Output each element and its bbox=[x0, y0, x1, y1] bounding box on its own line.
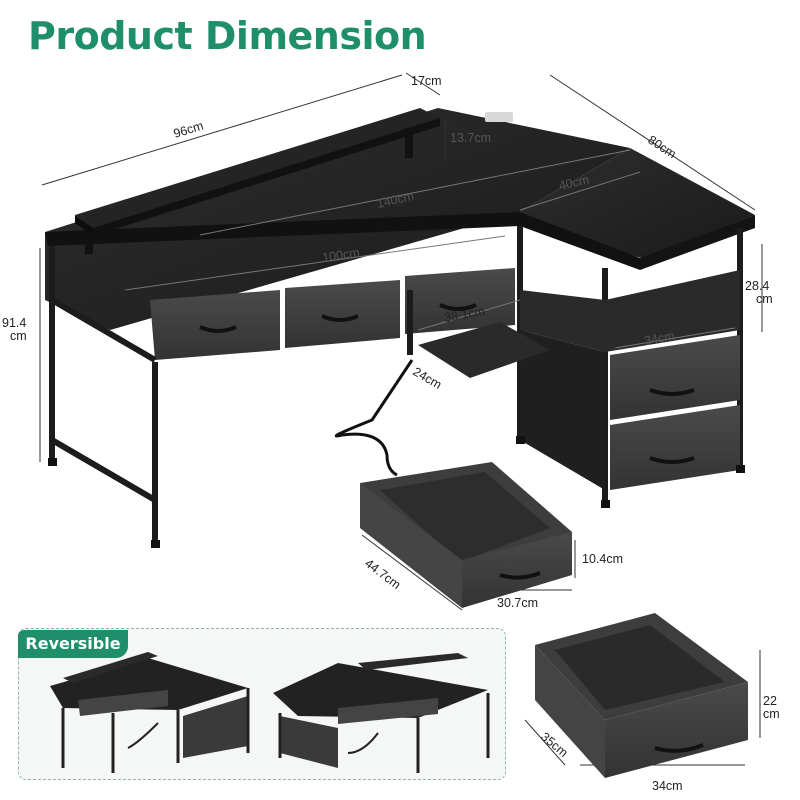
side-width-label: 40cm bbox=[558, 172, 591, 193]
large-drawer-height-label: 22 bbox=[763, 694, 777, 708]
page-title: Product Dimension bbox=[28, 14, 427, 58]
desk-width-label: 100cm bbox=[321, 245, 360, 265]
keyboard-tray bbox=[418, 322, 550, 378]
desk-top bbox=[45, 108, 630, 330]
desk-config-left bbox=[50, 652, 250, 773]
height-label: 91.4 bbox=[2, 316, 26, 330]
side-depth-label: 80cm bbox=[645, 133, 678, 161]
storage-cabinet bbox=[520, 270, 740, 490]
power-outlet bbox=[485, 112, 513, 122]
power-cable bbox=[334, 359, 414, 477]
drawer bbox=[405, 268, 515, 334]
reversible-badge: Reversible bbox=[18, 630, 128, 658]
large-drawer bbox=[535, 613, 748, 778]
reversible-illustrations bbox=[50, 652, 490, 773]
drawer bbox=[150, 290, 280, 360]
drawer bbox=[285, 280, 400, 348]
desk-main bbox=[45, 108, 755, 548]
large-drawer-height-unit: cm bbox=[763, 707, 780, 721]
desk-return-top bbox=[520, 148, 755, 258]
height-unit-label: cm bbox=[10, 329, 27, 343]
shelf-height-label: 13.7cm bbox=[450, 131, 491, 145]
large-drawer-width-label: 34cm bbox=[652, 779, 683, 793]
desk-drawers bbox=[150, 268, 515, 360]
small-drawer-width-label: 30.7cm bbox=[497, 596, 538, 610]
cabinet-shelf-height-unit: cm bbox=[756, 292, 773, 306]
cabinet-width-label: 34cm bbox=[643, 329, 676, 348]
monitor-shelf bbox=[75, 108, 440, 254]
small-drawer bbox=[360, 462, 572, 608]
shelf-depth-label: 17cm bbox=[411, 74, 442, 88]
shelf-width-label: 96cm bbox=[172, 119, 205, 141]
desk-config-right bbox=[273, 653, 490, 773]
cabinet-shelf-height-label: 28.4 bbox=[745, 279, 769, 293]
tray-depth-label: 24cm bbox=[411, 364, 444, 391]
small-drawer-height-label: 10.4cm bbox=[582, 552, 623, 566]
